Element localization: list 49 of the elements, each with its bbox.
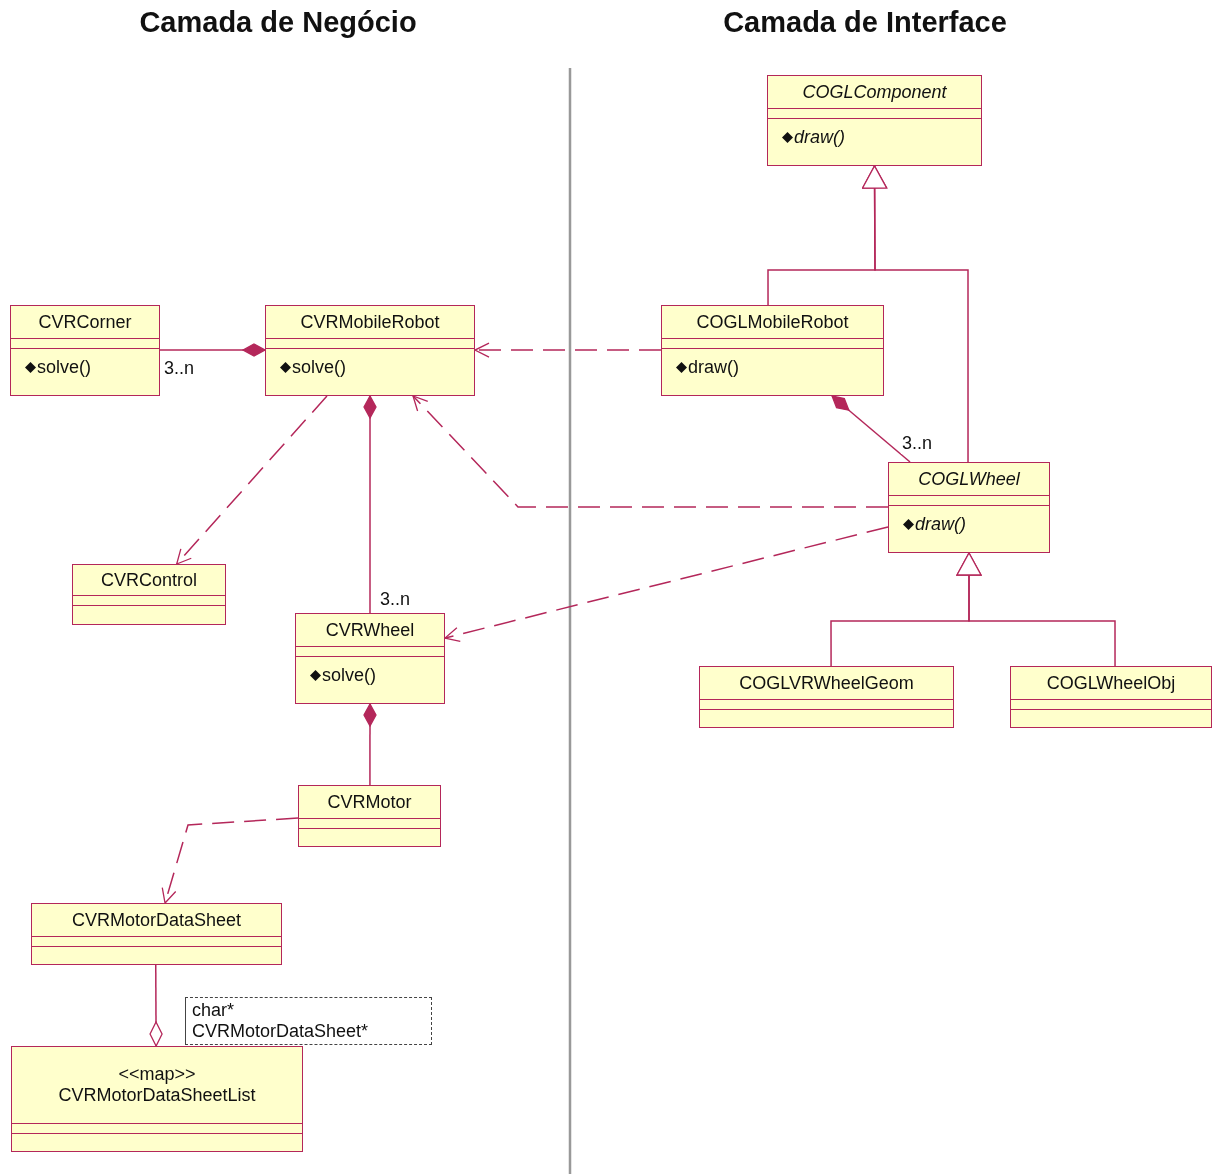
class-name: COGLWheelObj xyxy=(1046,672,1176,694)
class-name: CVRMotor xyxy=(327,791,412,813)
class-name: CVRMotorDataSheetList xyxy=(58,1085,256,1106)
class-name: CVRCorner xyxy=(38,311,132,333)
class-box xyxy=(699,666,954,728)
class-box xyxy=(661,305,884,396)
class-name: COGLMobileRobot xyxy=(696,311,849,333)
class-box xyxy=(31,903,282,965)
class-name: COGLVRWheelGeom xyxy=(739,672,914,694)
class-box xyxy=(72,564,226,625)
class-box xyxy=(295,613,445,704)
dependency-arrow xyxy=(175,395,328,565)
composition-line xyxy=(159,343,266,357)
operation-name: draw() xyxy=(688,357,739,378)
operation-name: draw() xyxy=(915,514,966,535)
composition-line xyxy=(363,395,377,614)
class-box xyxy=(11,1046,303,1152)
class-box xyxy=(767,75,982,166)
multiplicity-label: 3..n xyxy=(901,433,934,454)
class-box xyxy=(1010,666,1212,728)
dependency-arrow xyxy=(474,342,662,358)
stereotype-label: <<map>> xyxy=(118,1064,196,1085)
class-box xyxy=(298,785,441,847)
class-box xyxy=(888,462,1050,553)
template-parameter-box xyxy=(185,997,432,1045)
layer-heading: Camada de Interface xyxy=(723,6,1007,39)
operation-name: solve() xyxy=(322,665,376,686)
dependency-arrow xyxy=(161,817,299,904)
operation-name: solve() xyxy=(292,357,346,378)
class-name: CVRMotorDataSheet xyxy=(71,909,242,931)
composition-line xyxy=(831,395,911,463)
class-name: COGLWheel xyxy=(918,468,1020,490)
layer-heading: Camada de Negócio xyxy=(139,6,417,39)
aggregation-line xyxy=(149,964,163,1047)
template-parameter: char* xyxy=(192,1000,236,1021)
class-name: CVRMobileRobot xyxy=(300,311,440,333)
operation-name: draw() xyxy=(794,127,845,148)
class-box xyxy=(265,305,475,396)
class-box xyxy=(10,305,160,396)
dependency-arrow xyxy=(412,395,889,508)
class-name: COGLComponent xyxy=(802,81,947,103)
composition-line xyxy=(363,703,377,786)
class-name: CVRControl xyxy=(101,569,197,591)
class-name: CVRWheel xyxy=(325,619,415,641)
generalization-arrow xyxy=(956,552,1116,667)
dependency-arrow xyxy=(444,526,889,643)
operation-name: solve() xyxy=(37,357,91,378)
generalization-arrow xyxy=(861,165,969,463)
template-parameter: CVRMotorDataSheet* xyxy=(192,1021,370,1042)
